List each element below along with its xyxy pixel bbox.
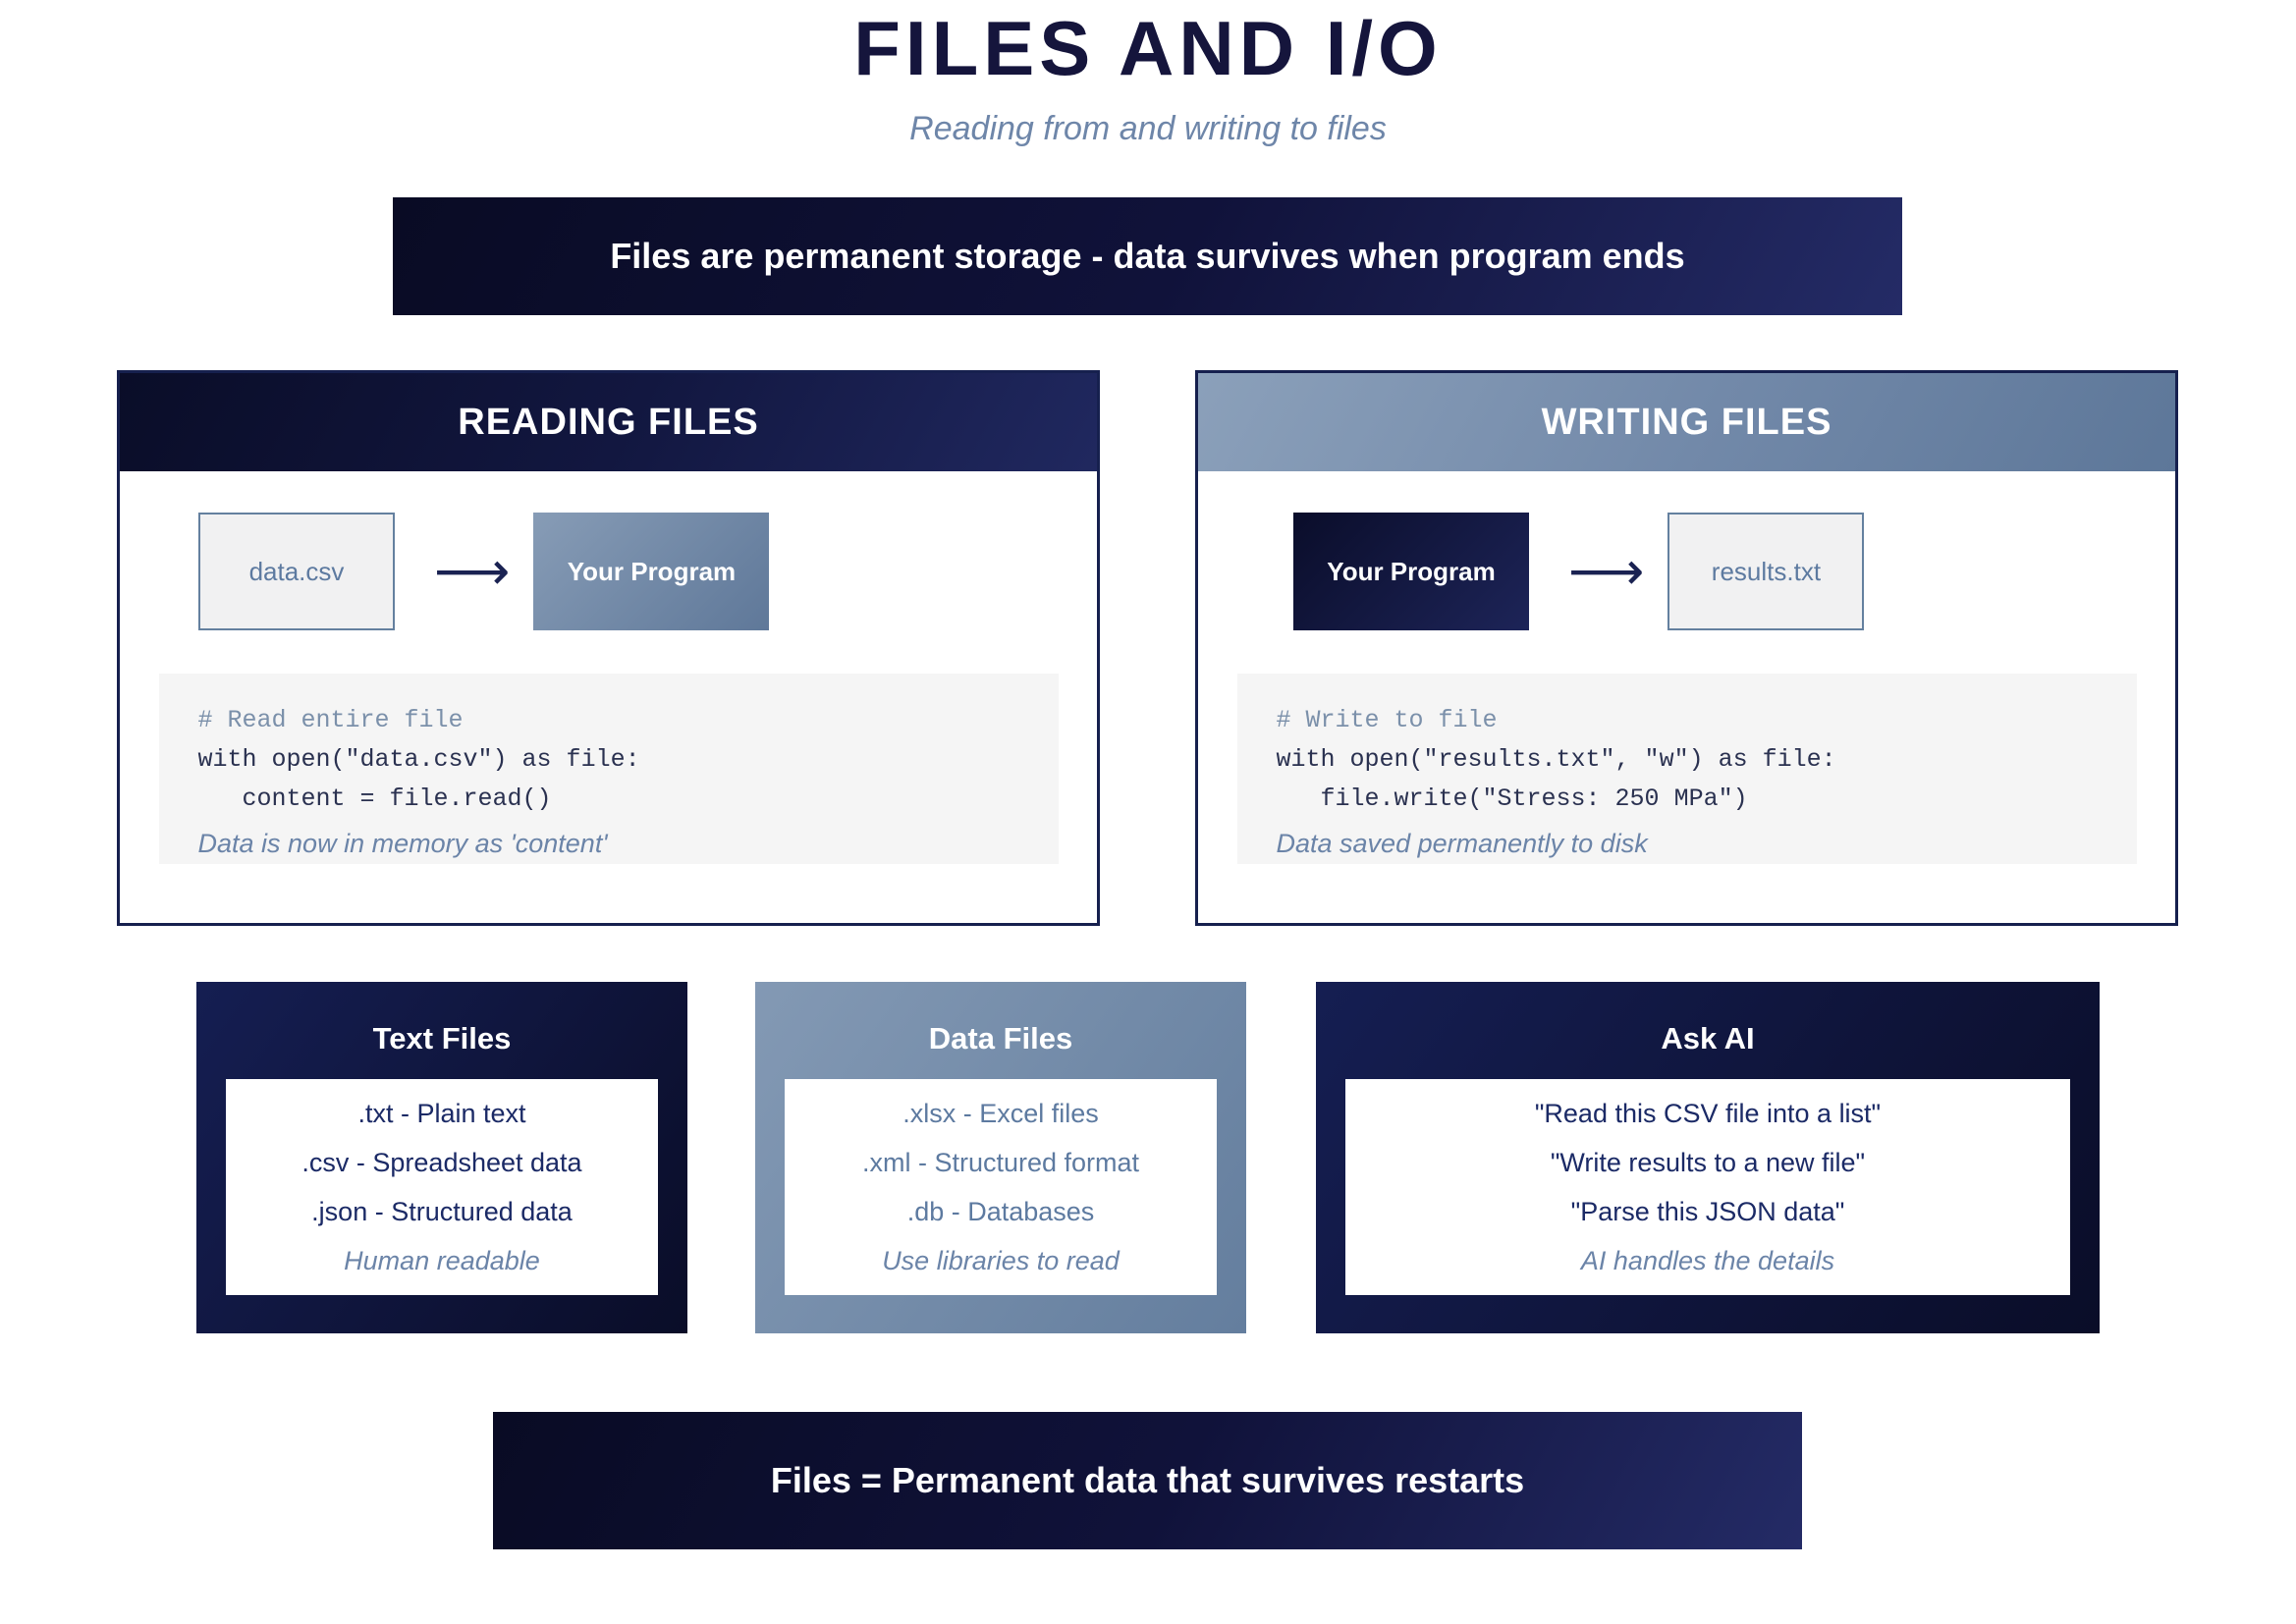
list-item: .xlsx - Excel files [902, 1099, 1099, 1128]
card-note: AI handles the details [1580, 1246, 1835, 1275]
list-item: .json - Structured data [311, 1197, 573, 1226]
card-note: Human readable [344, 1246, 540, 1275]
code-line: content = file.read() [197, 785, 552, 813]
list-item: "Write results to a new file" [1550, 1148, 1866, 1177]
card-content: .txt - Plain text .csv - Spreadsheet dat… [226, 1079, 658, 1295]
data-csv-file-box: data.csv [198, 513, 395, 630]
code-note: Data saved permanently to disk [1276, 829, 1648, 858]
right-arrow-icon: ⟶ [434, 542, 511, 601]
list-item: "Parse this JSON data" [1570, 1197, 1845, 1226]
card-content: "Read this CSV file into a list" "Write … [1345, 1079, 2070, 1295]
list-item: .txt - Plain text [357, 1099, 526, 1128]
code-comment: # Write to file [1276, 706, 1498, 734]
code-comment: # Read entire file [197, 706, 464, 734]
card-title: Text Files [372, 1021, 512, 1056]
reading-flow-diagram: data.csv ⟶ Your Program [198, 513, 1097, 630]
your-program-box: Your Program [1293, 513, 1529, 630]
writing-files-header: WRITING FILES [1198, 373, 2175, 471]
reading-files-panel: READING FILES data.csv ⟶ Your Program # … [117, 370, 1100, 926]
reading-code-block: # Read entire file with open("data.csv")… [158, 674, 1059, 864]
right-arrow-icon: ⟶ [1568, 542, 1645, 601]
card-note: Use libraries to read [882, 1246, 1120, 1275]
page-title: FILES AND I/O [853, 5, 1443, 91]
code-line: file.write("Stress: 250 MPa") [1276, 785, 1748, 813]
list-item: .csv - Spreadsheet data [301, 1148, 582, 1177]
writing-code-block: # Write to file with open("results.txt",… [1236, 674, 2137, 864]
card-title: Data Files [928, 1021, 1073, 1056]
reading-files-header: READING FILES [120, 373, 1097, 471]
text-files-card: Text Files .txt - Plain text .csv - Spre… [196, 982, 687, 1333]
bottom-banner: Files = Permanent data that survives res… [493, 1412, 1802, 1549]
writing-files-body: Your Program ⟶ results.txt # Write to fi… [1198, 513, 2175, 864]
reading-files-body: data.csv ⟶ Your Program # Read entire fi… [120, 513, 1097, 864]
list-item: .xml - Structured format [861, 1148, 1140, 1177]
writing-flow-diagram: Your Program ⟶ results.txt [1293, 513, 2175, 630]
your-program-box: Your Program [533, 513, 770, 630]
code-line: with open("data.csv") as file: [197, 745, 640, 774]
ask-ai-card: Ask AI "Read this CSV file into a list" … [1316, 982, 2100, 1333]
data-files-card: Data Files .xlsx - Excel files .xml - St… [755, 982, 1246, 1333]
list-item: .db - Databases [906, 1197, 1095, 1226]
top-banner: Files are permanent storage - data survi… [393, 197, 1902, 315]
card-content: .xlsx - Excel files .xml - Structured fo… [785, 1079, 1217, 1295]
page-subtitle: Reading from and writing to files [909, 110, 1387, 147]
results-txt-file-box: results.txt [1667, 513, 1865, 630]
list-item: "Read this CSV file into a list" [1534, 1099, 1882, 1128]
card-title: Ask AI [1661, 1021, 1755, 1056]
code-note: Data is now in memory as 'content' [197, 829, 608, 858]
writing-files-panel: WRITING FILES Your Program ⟶ results.txt… [1195, 370, 2178, 926]
code-line: with open("results.txt", "w") as file: [1276, 745, 1836, 774]
